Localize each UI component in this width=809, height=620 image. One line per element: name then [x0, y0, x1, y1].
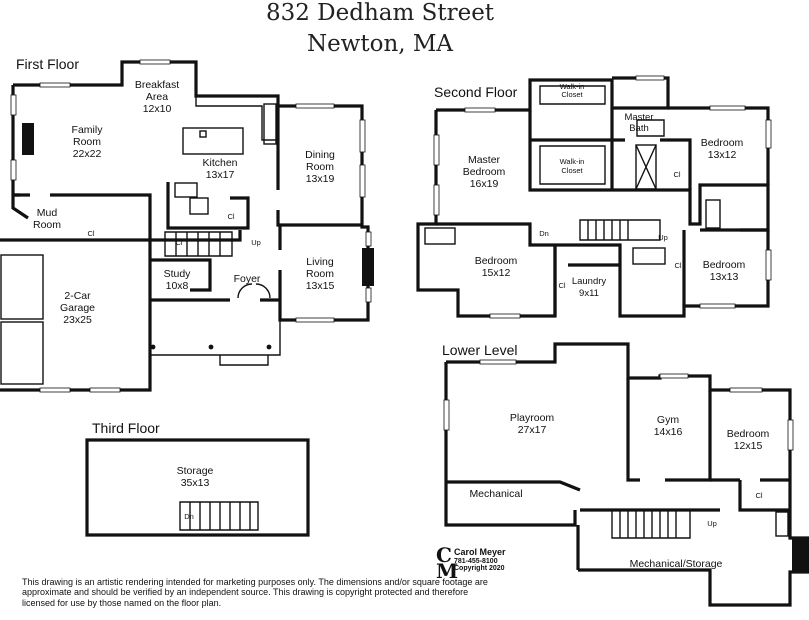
second-floor-walls — [416, 75, 772, 319]
room-size: 10x8 — [165, 280, 189, 292]
room-name: Mechanical — [469, 488, 523, 500]
stairs-up-label: Up — [658, 233, 668, 242]
room-storage: Storage 35x13 — [160, 465, 230, 489]
logo-phone: 781-455-8100 — [454, 558, 498, 565]
room-mechanical-storage: Mechanical/Storage — [616, 558, 736, 570]
room-dining-room: Dining Room 13x19 — [286, 149, 354, 185]
room-name: Laundry — [571, 276, 607, 287]
logo-copyright: Copyright 2020 — [454, 565, 505, 572]
room-family-room: Family Room 22x22 — [52, 124, 122, 160]
closet-label: Cl — [558, 281, 566, 290]
closet-label: Cl — [175, 238, 183, 247]
room-mud-room: Mud Room — [22, 207, 72, 231]
room-size: 35x13 — [180, 477, 210, 489]
room-name: Mud Room — [32, 207, 61, 231]
city-state: Newton, MA — [306, 31, 454, 57]
room-bedroom-lower: Bedroom 12x15 — [718, 428, 778, 452]
room-bedroom-4: Bedroom 13x13 — [694, 259, 754, 283]
closet-label: Cl — [227, 212, 235, 221]
room-name: Living Room — [305, 256, 334, 280]
room-breakfast-area: Breakfast Area 12x10 — [122, 79, 192, 115]
room-size: 13x13 — [709, 271, 739, 283]
room-name: Bedroom — [726, 428, 770, 440]
room-name: Family Room — [71, 124, 103, 148]
room-size: 23x25 — [63, 314, 92, 326]
room-bedroom-2: Bedroom 13x12 — [692, 137, 752, 161]
room-name: Storage — [176, 465, 214, 477]
room-size: 12x10 — [142, 103, 172, 115]
logo-mark: CM — [436, 543, 459, 583]
room-kitchen: Kitchen 13x17 — [190, 157, 250, 181]
room-size: 13x15 — [305, 280, 335, 292]
room-name: Kitchen — [202, 157, 238, 169]
room-walk-in-closet-1: Walk-in Closet — [544, 83, 600, 99]
room-name: Bedroom — [474, 255, 518, 267]
room-size: 16x19 — [469, 178, 499, 190]
room-size: 15x12 — [481, 267, 511, 279]
carol-meyer-logo: CM Carol Meyer 781-455-8100 Copyright 20… — [436, 545, 546, 581]
disclaimer-text: This drawing is an artistic rendering in… — [22, 577, 488, 608]
room-name: Mechanical/Storage — [629, 558, 723, 570]
room-size: 27x17 — [517, 424, 547, 436]
closet-label: Cl — [755, 491, 763, 500]
room-name: Foyer — [233, 273, 261, 285]
room-size: 14x16 — [653, 426, 683, 438]
room-size: 13x17 — [205, 169, 235, 181]
room-size: 22x22 — [72, 148, 102, 160]
room-bedroom-3: Bedroom 15x12 — [466, 255, 526, 279]
room-playroom: Playroom 27x17 — [500, 412, 564, 436]
room-name: Gym — [656, 414, 680, 426]
first-floor-walls — [0, 59, 374, 393]
logo-name: Carol Meyer — [454, 547, 506, 557]
third-floor-walls — [85, 438, 310, 537]
room-gym: Gym 14x16 — [640, 414, 696, 438]
street-address: 832 Dedham Street — [265, 0, 495, 26]
stairs-up-label: Up — [251, 238, 261, 247]
room-mechanical: Mechanical — [460, 488, 532, 500]
room-name: Walk-in Closet — [559, 157, 585, 175]
room-name: Master Bedroom — [462, 154, 506, 178]
first-floor-title: First Floor — [16, 56, 79, 72]
closet-label: Cl — [87, 229, 95, 238]
room-name: Bedroom — [700, 137, 744, 149]
room-name: Study — [163, 268, 191, 280]
room-size: 13x19 — [305, 173, 335, 185]
room-walk-in-closet-2: Walk-in Closet — [544, 157, 600, 175]
room-name: Bedroom — [702, 259, 746, 271]
room-name: Breakfast Area — [134, 79, 180, 103]
room-study: Study 10x8 — [152, 268, 202, 292]
lower-level-walls — [443, 342, 809, 607]
room-name: Walk-in Closet — [559, 82, 585, 99]
room-size: 12x15 — [733, 440, 763, 452]
room-master-bedroom: Master Bedroom 16x19 — [452, 154, 516, 190]
room-size: 9x11 — [579, 288, 599, 299]
closet-label: Cl — [674, 261, 682, 270]
room-laundry: Laundry 9x11 — [565, 276, 613, 300]
room-name: Playroom — [509, 412, 555, 424]
room-foyer: Foyer — [222, 273, 272, 285]
room-name: 2-Car Garage — [59, 290, 96, 314]
stairs-up-label: Up — [707, 519, 717, 528]
third-floor-title: Third Floor — [92, 420, 160, 436]
room-name: Dining Room — [305, 149, 335, 173]
room-name: Master Bath — [624, 112, 654, 134]
room-size: 13x12 — [707, 149, 737, 161]
closet-label: Cl — [673, 170, 681, 179]
second-floor-title: Second Floor — [434, 84, 518, 100]
stairs-down-label: Dn — [184, 512, 194, 521]
room-living-room: Living Room 13x15 — [288, 256, 352, 292]
room-garage: 2-Car Garage 23x25 — [40, 290, 115, 326]
room-master-bath: Master Bath — [618, 112, 660, 134]
stairs-down-label: Dn — [539, 229, 549, 238]
lower-level-title: Lower Level — [442, 342, 518, 358]
